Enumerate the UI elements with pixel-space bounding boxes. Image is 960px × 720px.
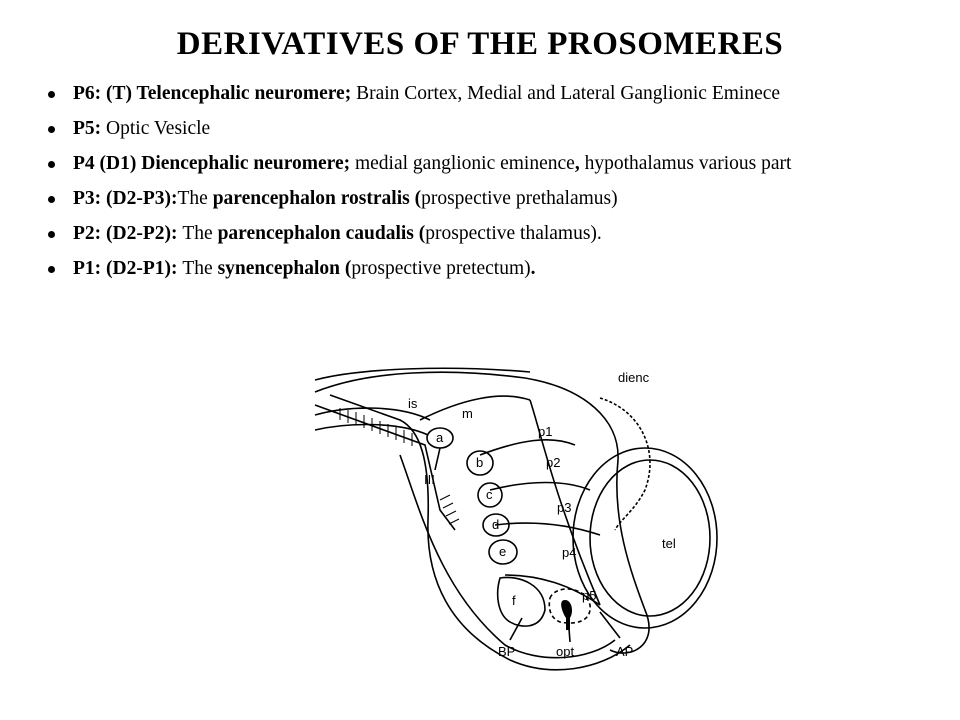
slide-title: DERIVATIVES OF THE PROSOMERES — [176, 26, 784, 62]
boundary-radial — [529, 399, 601, 606]
label-nucleus-f: f — [512, 593, 516, 608]
bullet-text-part: P6: (T) Telencephalic neuromere; — [73, 83, 357, 104]
boundary-p2-p3 — [489, 481, 591, 491]
label-p4: p4 — [562, 545, 576, 560]
basal-contour — [399, 454, 616, 659]
label-iii: III — [424, 472, 435, 487]
bullet-text-part: , — [574, 153, 580, 174]
arrow-iii — [434, 447, 441, 471]
bullet-list: P6: (T) Telencephalic neuromere; Brain C… — [48, 82, 928, 292]
bullet-text-part: Brain Cortex, Medial and Lateral Ganglio… — [356, 83, 781, 104]
arrow-ap — [599, 611, 621, 639]
label-bp: BP — [498, 644, 515, 659]
bullet-item: P1: (D2-P1): The synencephalon (prospect… — [48, 257, 928, 280]
bullet-text-part: The — [182, 223, 218, 244]
bullet-text-part: P5: — [73, 118, 107, 139]
bullet-text-part: ( — [409, 188, 422, 209]
bullet-dot-icon — [48, 91, 55, 98]
bullet-text-part: parencephalon caudalis — [217, 223, 414, 244]
label-p2: p2 — [546, 455, 560, 470]
bullet-dot-icon — [48, 266, 55, 273]
label-p3: p3 — [557, 500, 571, 515]
bullet-text-part: P1: (D2-P1): — [73, 258, 183, 279]
boundary-p4-p5 — [504, 574, 601, 606]
bullet-text-part: Optic Vesicle — [106, 118, 211, 139]
isthmus-strip — [314, 404, 456, 531]
bullet-text-part: prospective prethalamus) — [421, 188, 618, 209]
label-tel: tel — [662, 536, 676, 551]
label-is: is — [408, 396, 418, 411]
nucleus-d — [482, 513, 510, 537]
bullet-text-part: medial ganglionic eminence — [354, 153, 575, 174]
bullet-dot-icon — [48, 126, 55, 133]
label-p1: p1 — [538, 424, 552, 439]
bullet-dot-icon — [48, 161, 55, 168]
bullet-text-part: P4 (D1) Diencephalic neuromere; — [73, 153, 355, 174]
boundary-p1-p2 — [479, 439, 576, 456]
bullet-item: P3: (D2-P3):The parencephalon rostralis … — [48, 187, 928, 210]
label-nucleus-a: a — [436, 430, 444, 445]
label-opt: opt — [556, 644, 574, 659]
bullet-text-part: P3: (D2-P3): — [73, 188, 178, 209]
bullet-text-part: . — [530, 258, 536, 279]
label-p5: p5 — [582, 588, 596, 603]
boundary-p3-p4 — [494, 522, 601, 536]
boundary-m-p1 — [419, 395, 531, 421]
label-m: m — [462, 406, 473, 421]
hatch-marks — [339, 408, 460, 525]
bullet-item: P4 (D1) Diencephalic neuromere; medial g… — [48, 152, 928, 175]
bullet-item: P6: (T) Telencephalic neuromere; Brain C… — [48, 82, 928, 105]
tel-vesicle-inner — [589, 459, 711, 617]
prosomere-diagram: dienc is m p1 p2 p3 p4 p5 tel III BP opt… — [314, 367, 718, 671]
bullet-text-part: hypothalamus various part — [579, 153, 792, 174]
bullet-item: P2: (D2-P2): The parencephalon caudalis … — [48, 222, 928, 245]
bullet-text-part: ( — [340, 258, 352, 279]
nucleus-f — [496, 576, 546, 627]
bullet-text-part: parencephalon rostralis — [212, 188, 410, 209]
bullet-text-part: synencephalon — [217, 258, 341, 279]
label-nucleus-c: c — [486, 487, 493, 502]
bullet-dot-icon — [48, 231, 55, 238]
optic-stalk — [561, 600, 573, 630]
bullet-text-part: The — [182, 258, 218, 279]
bullet-text-part: prospective pretectum) — [351, 258, 531, 279]
label-nucleus-e: e — [499, 544, 506, 559]
brain-outline — [314, 371, 650, 654]
ventricle-line — [314, 407, 431, 421]
diencephalon-boundary — [329, 394, 631, 671]
bullet-text-part: prospective thalamus). — [425, 223, 602, 244]
outer-ventral-contour — [314, 367, 531, 381]
bullet-text-part: P2: (D2-P2): — [73, 223, 183, 244]
label-nucleus-d: d — [492, 517, 499, 532]
arrow-bp — [509, 617, 523, 641]
nucleus-e — [488, 539, 518, 565]
optic-recess — [548, 588, 591, 624]
ventricle-line-2 — [314, 423, 429, 436]
bullet-text-part: The — [177, 188, 213, 209]
label-dienc: dienc — [618, 370, 650, 385]
label-nucleus-b: b — [476, 455, 483, 470]
bullet-dot-icon — [48, 196, 55, 203]
dienc-bracket — [599, 397, 651, 531]
bullet-text-part: ( — [413, 223, 426, 244]
label-ap: AP — [616, 644, 633, 659]
nucleus-c — [477, 482, 503, 508]
bullet-item: P5: Optic Vesicle — [48, 117, 928, 140]
nucleus-b — [466, 450, 494, 476]
